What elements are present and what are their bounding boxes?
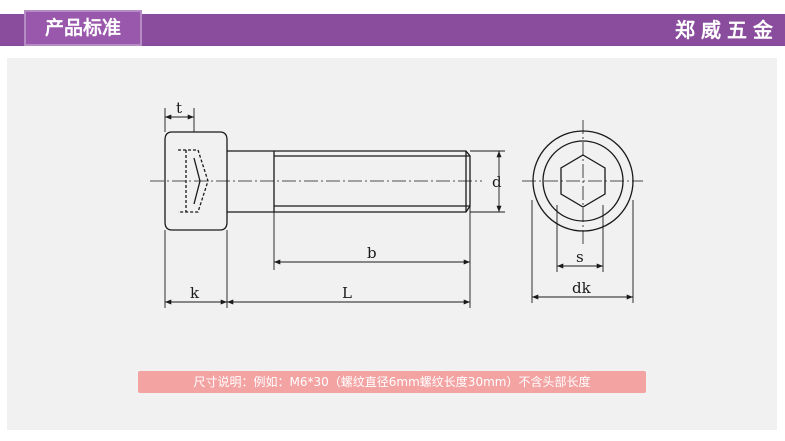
head-end-view-circle xyxy=(532,130,634,232)
label-s: s xyxy=(576,248,584,266)
brand-name: 郑威五金 xyxy=(675,18,779,42)
screw-technical-drawing: t d b k L s dk xyxy=(150,99,643,308)
header-tab xyxy=(24,10,142,46)
label-dk: dk xyxy=(572,279,592,297)
label-L: L xyxy=(342,284,352,302)
label-b: b xyxy=(367,244,377,262)
label-d: d xyxy=(492,173,502,191)
section-title: 产品标准 xyxy=(44,17,121,39)
label-k: k xyxy=(190,284,200,302)
label-t: t xyxy=(176,99,182,117)
size-explanation-caption: 尺寸说明：例如：M6*30（螺纹直径6mm螺纹长度30mm）不含头部长度 xyxy=(138,371,646,393)
header: 产品标准 郑威五金 xyxy=(0,10,785,50)
drawing-panel xyxy=(7,58,777,430)
screw-head-outline xyxy=(164,131,228,231)
shank-outline xyxy=(227,150,471,213)
head-inner-circle xyxy=(542,140,624,222)
hex-socket xyxy=(560,154,606,208)
